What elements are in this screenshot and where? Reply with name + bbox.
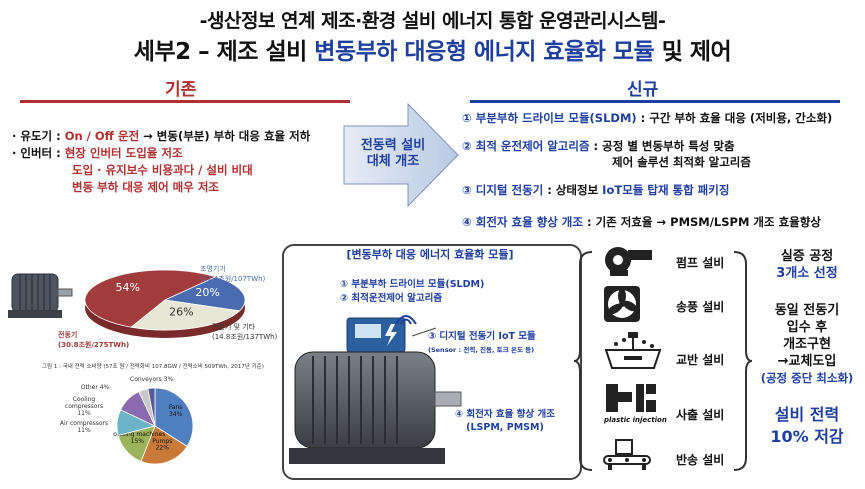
- injection-sub-label: plastic injection: [604, 416, 667, 424]
- page-subtitle: -생산정보 연계 제조·환경 설비 에너지 통합 운영관리시스템-: [199, 10, 666, 32]
- title-highlight: 변동부하 대응형 에너지 효율화 모듈: [314, 39, 655, 65]
- pie-label-motor: 전동기(30.8조원/275TWh): [58, 331, 130, 349]
- main-pie-slice: [130, 299, 241, 331]
- conveyor-icon: [603, 439, 651, 470]
- power-consumption-pie-chart: 54% 20%26%: [84, 269, 246, 338]
- equipment-mixer-label: 교반 설비: [676, 353, 725, 367]
- module-item-3: ③ 디지털 전동기 IoT 모듈(Sensor : 전력, 진동, 토크 온도 …: [428, 331, 536, 354]
- motor-pie-slice: [147, 387, 156, 427]
- replace-arrow-icon: [343, 102, 459, 208]
- pie-label-cooling: Cooling compressors 11%: [64, 396, 104, 417]
- existing-underline: [20, 100, 350, 103]
- equipment-conveyor-label: 반송 설비: [676, 453, 725, 467]
- new-item-digital-motor: ③ 디지털 전동기 : 상태정보 IoT모듈 탑재 통합 패키징: [462, 183, 730, 197]
- pie-label-heat: 전열기 및 기타(14.8조원/137TWh): [212, 323, 278, 341]
- iot-callout-arrow-icon: [411, 327, 437, 337]
- page-title: 세부2 – 제조 설비 변동부하 대응형 에너지 효율화 모듈 및 제어: [133, 39, 732, 65]
- module-item-4: ④ 회전자 효율 향상 개조(LSPM, PMSM): [455, 409, 555, 433]
- wireless-signal-icon: [395, 315, 417, 325]
- main-pie-value-label: 54%: [116, 281, 140, 294]
- pie-label-other: Other 4%: [80, 384, 110, 391]
- pie-caption: 그림 1 : 국내 전력 소비량 (57조 원 / 전력화비 107.8GW /…: [42, 364, 264, 370]
- module-list-1-2: ① 부분부하 드라이브 모듈(SLDM)② 최적운전제어 알고리즘: [340, 279, 485, 304]
- injection-icon: [606, 384, 656, 412]
- pie-label-conveyors: Conveyors 3%: [130, 376, 174, 383]
- main-pie-slice: [84, 269, 217, 328]
- result-bracket: [733, 251, 752, 471]
- equipment-pump-label: 펌프 설비: [676, 256, 725, 270]
- main-pie-value-label: 20%: [195, 286, 219, 299]
- equipment-bracket: [574, 251, 593, 471]
- induction-motor-icon: [8, 273, 73, 318]
- new-header: 신규: [627, 80, 659, 100]
- existing-item-induction: · 유도기 : On / Off 운전 → 변동(부분) 부하 대응 효율 저하: [12, 129, 311, 143]
- equipment-injection-label: 사출 설비: [676, 408, 725, 422]
- pie-label-air: Air compressors 11%: [59, 420, 109, 434]
- mixer-icon: [604, 332, 662, 369]
- module-box: [282, 244, 582, 480]
- module-box-title: [변동부하 대응 에너지 효율화 모듈]: [330, 246, 530, 262]
- existing-header: 기존: [165, 80, 197, 100]
- new-item-rotor: ④ 회전자 효율 향상 개조 : 기존 저효율 → PMSM/LSPM 개조 효…: [462, 215, 821, 229]
- main-pie-value-label: 26%: [169, 305, 193, 318]
- equipment-fan-label: 송풍 설비: [676, 300, 725, 314]
- pump-icon: [605, 247, 652, 276]
- new-item-sldm: ① 부분부하 드라이브 모듈(SLDM) : 구간 부하 효율 대응 (저비용,…: [462, 111, 833, 125]
- digital-motor-icon: [289, 317, 462, 464]
- main-pie-slice: [163, 276, 246, 312]
- pie-label-lighting: 조명기기(11.4조원/107TWh): [200, 265, 266, 283]
- new-underline: [470, 100, 840, 103]
- motor-pie-slice: [140, 425, 188, 465]
- fan-icon: [604, 286, 640, 322]
